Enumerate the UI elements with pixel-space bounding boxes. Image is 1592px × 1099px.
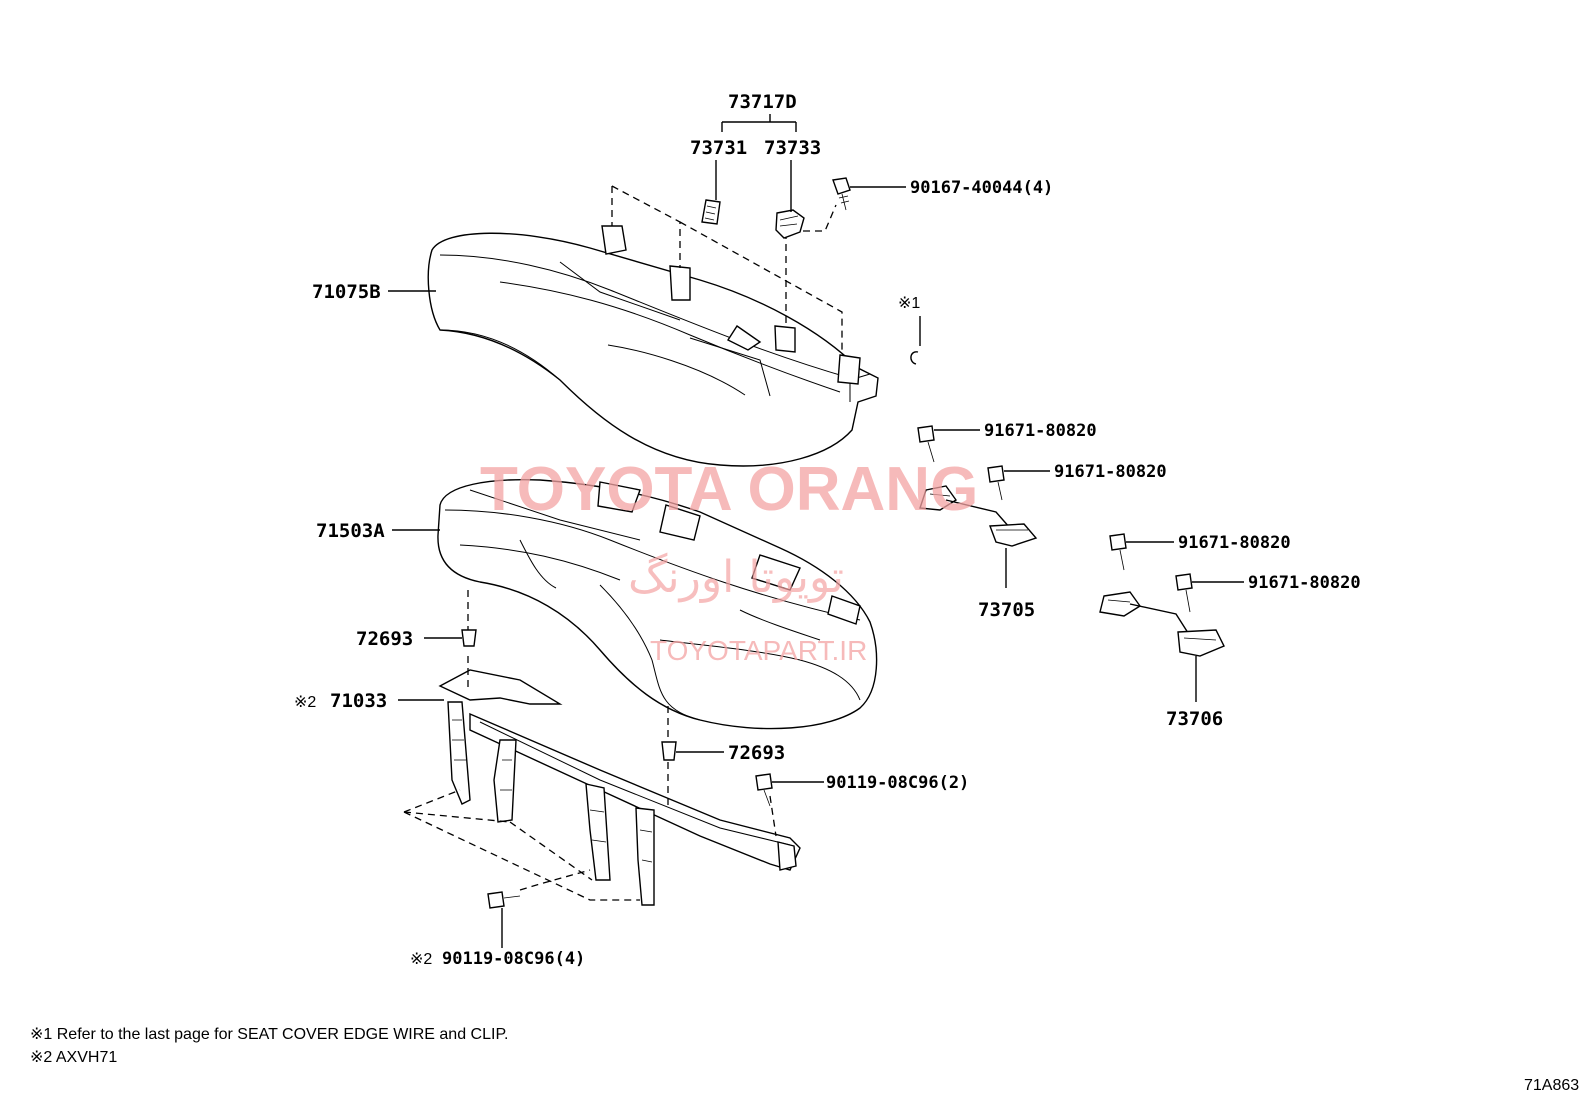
- label-note1-marker: ※1: [898, 295, 920, 312]
- label-90119-b-marker: ※2: [410, 951, 432, 968]
- seat-pad-71503a: [437, 478, 878, 730]
- label-72693-b: 72693: [728, 742, 785, 764]
- label-73733: 73733: [764, 137, 821, 159]
- label-73705: 73705: [978, 599, 1035, 621]
- cover-dash-lines: [611, 185, 843, 355]
- clip-icon: [910, 351, 919, 365]
- label-71033-marker: ※2: [294, 694, 316, 711]
- label-71033: 71033: [330, 690, 387, 712]
- bracket-73705: [917, 425, 1038, 547]
- bolt-90119-icon: [487, 773, 773, 909]
- watermark-persian: تویوتا اورنگ: [628, 552, 844, 603]
- frame-dash-lines: [403, 590, 777, 901]
- watermark-main: TOYOTA ORANG: [480, 455, 978, 524]
- note-1: ※1 Refer to the last page for SEAT COVER…: [30, 1026, 509, 1043]
- leader-lines: [388, 114, 1244, 948]
- footnotes: ※1 Refer to the last page for SEAT COVER…: [30, 1026, 1579, 1094]
- hook-73733: [775, 209, 805, 239]
- label-71503a: 71503A: [316, 520, 385, 542]
- watermark-site: TOYOTAPART.IR: [650, 635, 867, 666]
- bolt-90167-icon: [832, 177, 851, 211]
- label-73706: 73706: [1166, 708, 1223, 730]
- hook-73731: [701, 199, 721, 225]
- grommet-72693-icon: [461, 629, 677, 761]
- label-90119-b: 90119-08C96(4): [442, 949, 585, 969]
- label-91671-d: 91671-80820: [1248, 573, 1361, 593]
- seat-frame-71033: [438, 669, 801, 906]
- diagram-code: 71A863: [1524, 1077, 1579, 1094]
- seat-cover-71075b: [427, 225, 879, 467]
- label-91671-b: 91671-80820: [1054, 462, 1167, 482]
- label-90119-a: 90119-08C96(2): [826, 773, 969, 793]
- label-91671-a: 91671-80820: [984, 421, 1097, 441]
- bracket-73706: [1099, 533, 1225, 657]
- label-73731: 73731: [690, 137, 747, 159]
- part-labels: 73717D 73731 73733 90167-40044(4) 71075B…: [294, 91, 1361, 969]
- watermark: TOYOTA ORANG تویوتا اورنگ TOYOTAPART.IR: [480, 455, 978, 666]
- label-73717d: 73717D: [728, 91, 797, 113]
- note-2: ※2 AXVH71: [30, 1049, 117, 1066]
- label-91671-c: 91671-80820: [1178, 533, 1291, 553]
- label-90167: 90167-40044(4): [910, 178, 1053, 198]
- label-71075b: 71075B: [312, 281, 381, 303]
- label-72693-a: 72693: [356, 628, 413, 650]
